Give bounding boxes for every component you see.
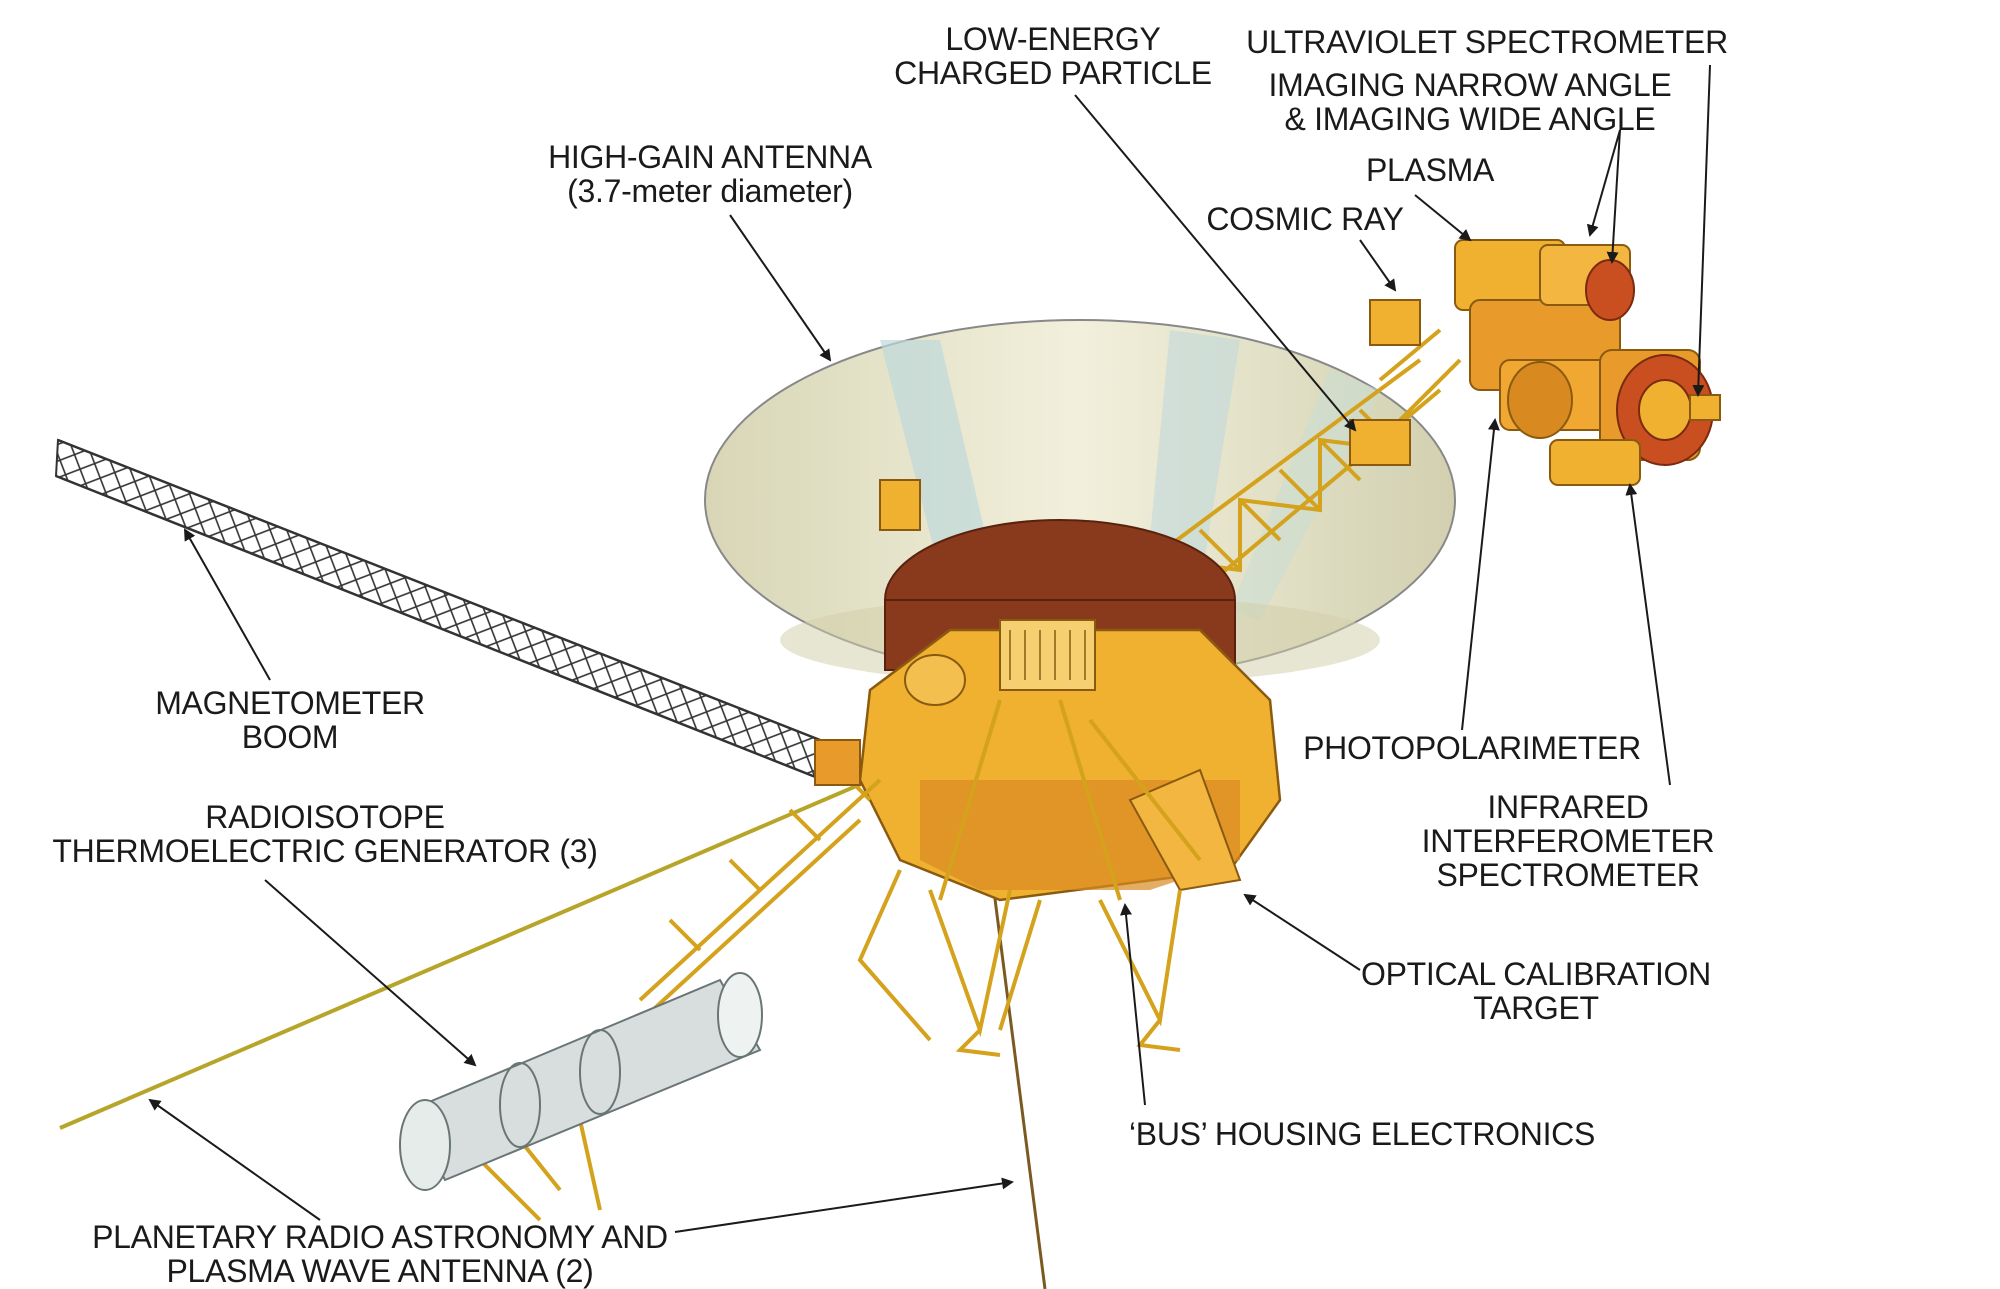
bus-struts-graphic [857, 699, 1202, 1057]
label-low-energy-charged-particle: LOW-ENERGY CHARGED PARTICLE [894, 21, 1212, 91]
label-magnetometer-boom: MAGNETOMETER BOOM [155, 685, 425, 755]
arrow-optical-cal [1243, 893, 1361, 971]
label-planetary-radio-astronomy: PLANETARY RADIO ASTRONOMY AND PLASMA WAV… [92, 1219, 668, 1289]
arrow-bus [1120, 903, 1146, 1106]
arrow-plasma [1414, 194, 1472, 242]
magnetometer-boom-graphic [54, 438, 822, 780]
arrow-imaging-narrow [1586, 129, 1621, 237]
label-optical-calibration-target: OPTICAL CALIBRATION TARGET [1361, 956, 1711, 1026]
label-photopolarimeter: PHOTOPOLARIMETER [1303, 730, 1641, 766]
arrow-ultraviolet [1692, 64, 1711, 397]
callout-arrows [148, 64, 1711, 1233]
label-imaging: IMAGING NARROW ANGLE & IMAGING WIDE ANGL… [1268, 67, 1672, 137]
label-rtg: RADIOISOTOPE THERMOELECTRIC GENERATOR (3… [52, 799, 598, 869]
arrow-imaging-wide [1606, 129, 1621, 264]
rtg-boom-graphic [399, 739, 882, 1222]
label-infrared-interferometer-spectrometer: INFRARED INTERFEROMETER SPECTROMETER [1421, 789, 1715, 893]
arrow-low-energy [1074, 94, 1357, 432]
arrow-photopolarimeter [1461, 418, 1500, 731]
arrow-magnetometer [184, 528, 271, 681]
rtg-cylinders-graphic [399, 972, 763, 1191]
bus-body-graphic [858, 479, 1282, 902]
arrow-radio-left [148, 1098, 321, 1221]
arrow-cosmic-ray [1359, 239, 1397, 292]
label-cosmic-ray: COSMIC RAY [1206, 201, 1404, 237]
arrow-high-gain [729, 214, 832, 362]
scan-platform-graphic [1349, 239, 1721, 486]
arrow-rtg [264, 879, 477, 1067]
arrow-infrared [1625, 483, 1671, 786]
label-plasma: PLASMA [1365, 152, 1495, 188]
arrow-radio-right [674, 1177, 1014, 1233]
label-bus-housing-electronics: ‘BUS’ HOUSING ELECTRONICS [1128, 1116, 1596, 1152]
label-high-gain-antenna: HIGH-GAIN ANTENNA (3.7-meter diameter) [548, 139, 872, 209]
label-ultraviolet-spectrometer: ULTRAVIOLET SPECTROMETER [1246, 24, 1728, 60]
